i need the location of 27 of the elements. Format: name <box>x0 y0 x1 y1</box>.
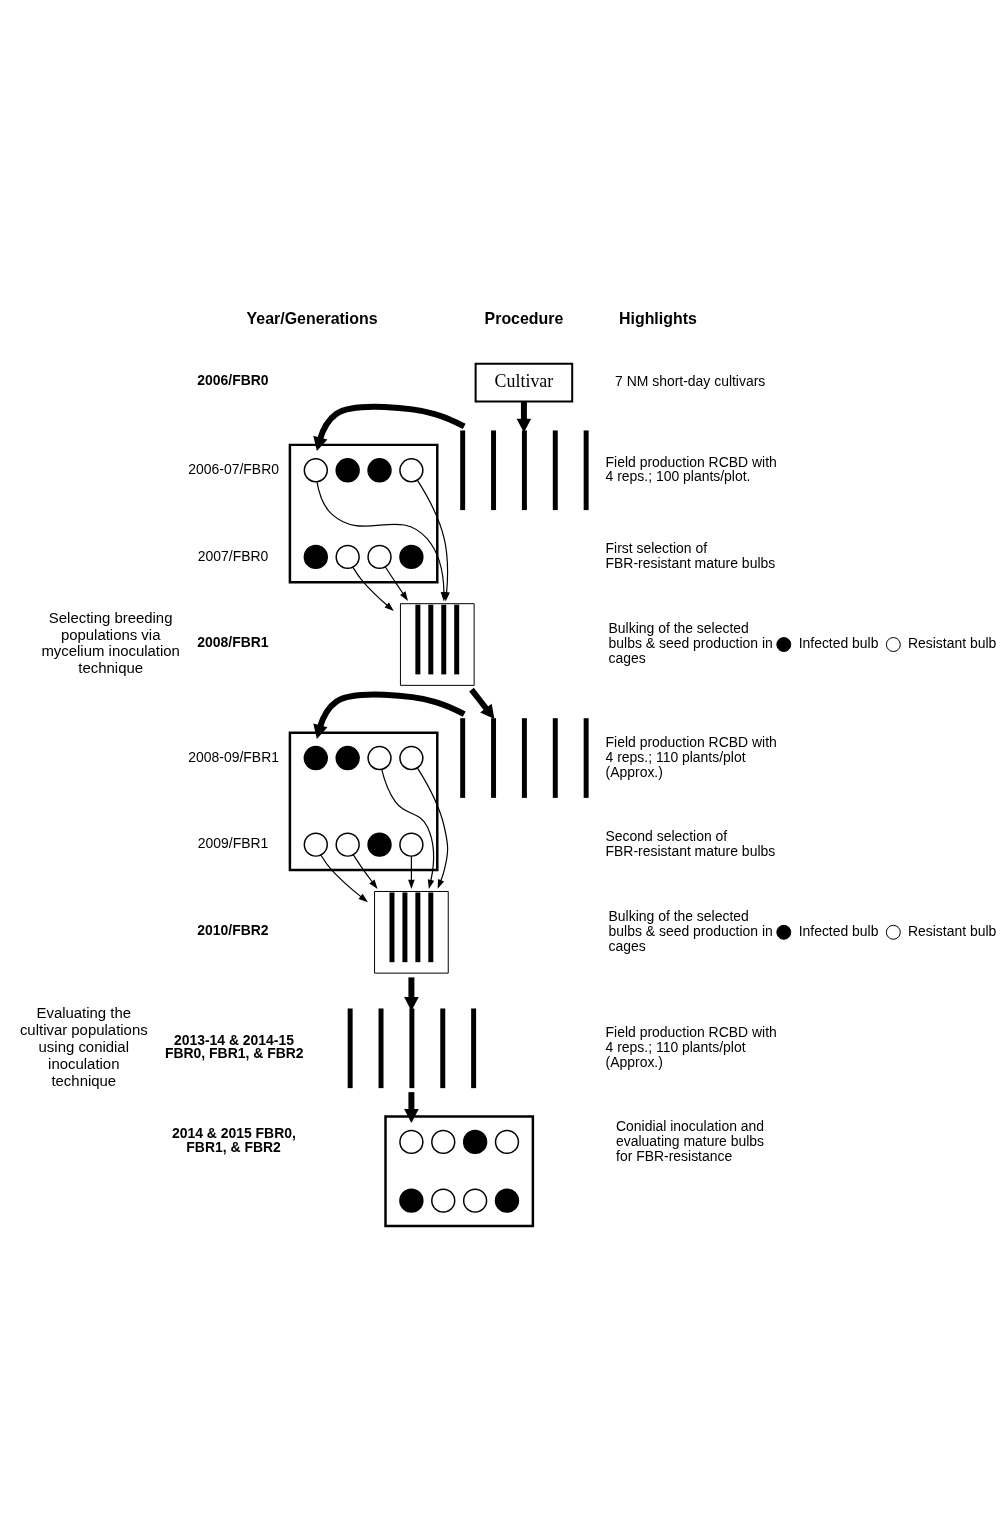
label: Selecting breeding populations via mycelium inoculation technique <box>41 608 180 677</box>
legend-label: Resistant bulb <box>907 922 997 939</box>
label: 7 NM short-day cultivars <box>615 373 766 390</box>
label: 2010/FBR2 <box>197 921 269 938</box>
label: Procedure <box>484 309 564 327</box>
label: Evaluating the cultivar populations using conidial inoculation technique <box>19 1003 148 1089</box>
legend-label: Infected bulb <box>798 635 879 652</box>
label: Second selection of FBR-resistant mature bulbs <box>605 827 776 859</box>
label: 2006-07/FBR0 <box>188 460 279 477</box>
label: 2007/FBR0 <box>197 547 269 564</box>
legend-label: Resistant bulb <box>907 635 997 652</box>
label: 2008-09/FBR1 <box>188 748 279 765</box>
label: Highlights <box>619 309 697 327</box>
label: Conidial inoculation and evaluating mature bulbs for FBR-resistance <box>616 1117 765 1164</box>
label: 2008/FBR1 <box>197 634 269 651</box>
label: Bulking of the selected bulbs & seed production in cages <box>608 620 773 667</box>
legend-label: Infected bulb <box>798 922 879 939</box>
label: Field production RCBD with 4 reps.; 110 plants/plot (Approx.) <box>605 1024 777 1070</box>
label: 2009/FBR1 <box>197 835 269 852</box>
label: Field production RCBD with 4 reps.; 100 plants/plot. <box>605 453 777 485</box>
label: Year/Generations <box>246 309 378 327</box>
label: Bulking of the selected bulbs & seed production in cages <box>608 908 773 954</box>
label: 2006/FBR0 <box>197 372 269 389</box>
label: 2013-14 & 2014-15 FBR0, FBR1, & FBR2 <box>164 1031 304 1062</box>
label: First selection of FBR-resistant mature bulbs <box>605 540 776 572</box>
label: 2014 & 2015 FBR0, FBR1, & FBR2 <box>171 1125 296 1156</box>
label: Field production RCBD with 4 reps.; 110 plants/plot (Approx.) <box>605 733 777 780</box>
